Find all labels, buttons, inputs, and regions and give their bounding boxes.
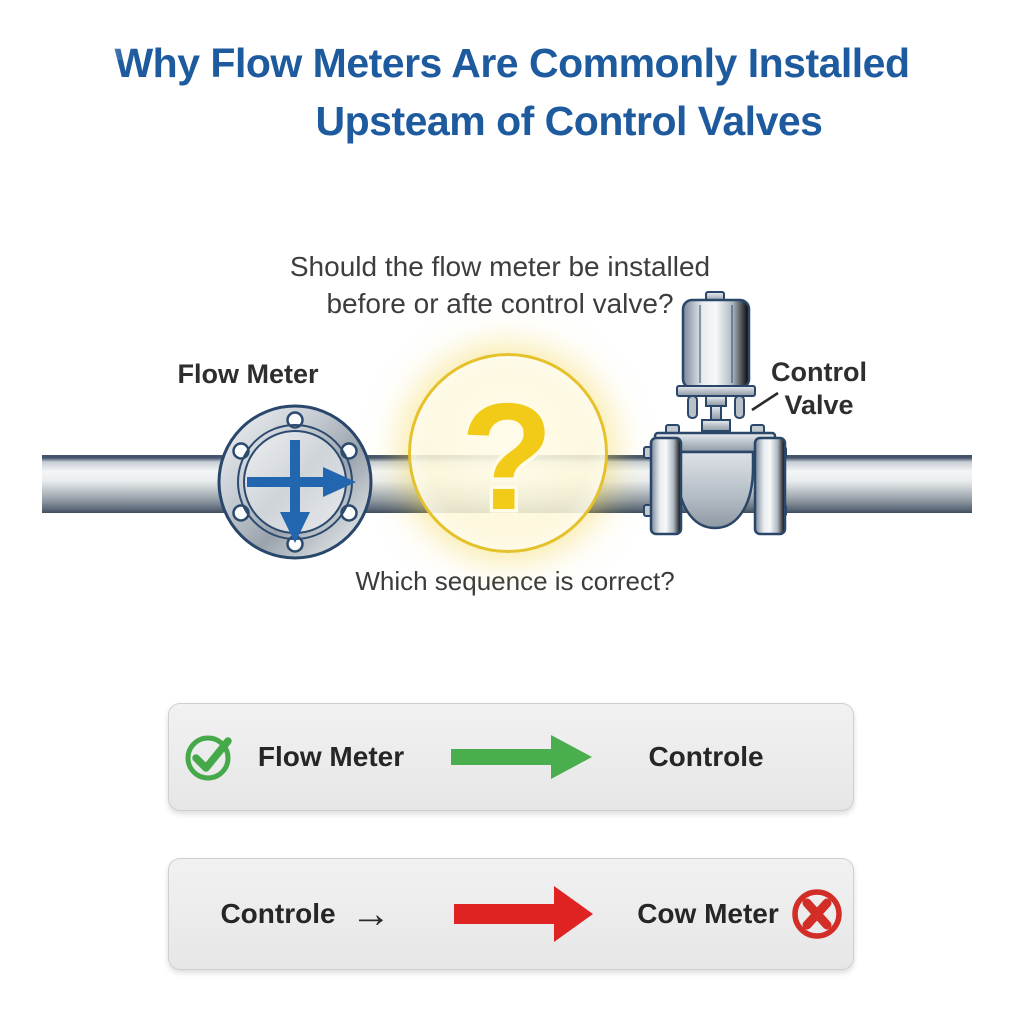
- option2-right-label: Cow Meter: [637, 898, 779, 929]
- check-circle-icon: [185, 735, 232, 781]
- flow-direction-arrows-icon: [247, 440, 356, 543]
- page-title-line2: Upsteam of Control Valves: [315, 98, 823, 144]
- question-text-line2: before or afte control valve?: [326, 288, 674, 319]
- option1-right-label: Controle: [648, 741, 764, 772]
- small-right-arrow-icon: →: [351, 892, 391, 936]
- flow-meter-icon: [217, 404, 373, 560]
- control-valve-label: Control Valve: [760, 356, 878, 422]
- control-valve-icon: [643, 291, 787, 536]
- control-valve-label-line1: Control: [771, 357, 867, 387]
- green-arrow-icon: [451, 735, 592, 779]
- question-mark-icon: ?: [457, 369, 557, 546]
- x-circle-icon: [792, 889, 842, 939]
- option1-left-label: Flow Meter: [257, 741, 405, 772]
- red-arrow-icon: [454, 886, 593, 942]
- option-correct-box: Flow Meter Controle: [168, 703, 854, 811]
- page-title-line1: Why Flow Meters Are Commonly Installed: [114, 40, 910, 86]
- sequence-prompt: Which sequence is correct?: [355, 566, 675, 596]
- flow-meter-label: Flow Meter: [177, 359, 319, 389]
- question-text-line1: Should the flow meter be installed: [289, 251, 711, 282]
- question-highlight-circle: [408, 353, 608, 553]
- valve-pointer-line: [751, 391, 779, 412]
- option2-left-label: Controle: [220, 898, 336, 929]
- control-valve-label-line2: Valve: [784, 390, 854, 420]
- svg-text:?: ?: [461, 372, 554, 542]
- pipe-fade-right: [954, 0, 1024, 60]
- pipe-fade-left: [0, 0, 135, 60]
- option-incorrect-box: Controle → Cow Meter: [168, 858, 854, 970]
